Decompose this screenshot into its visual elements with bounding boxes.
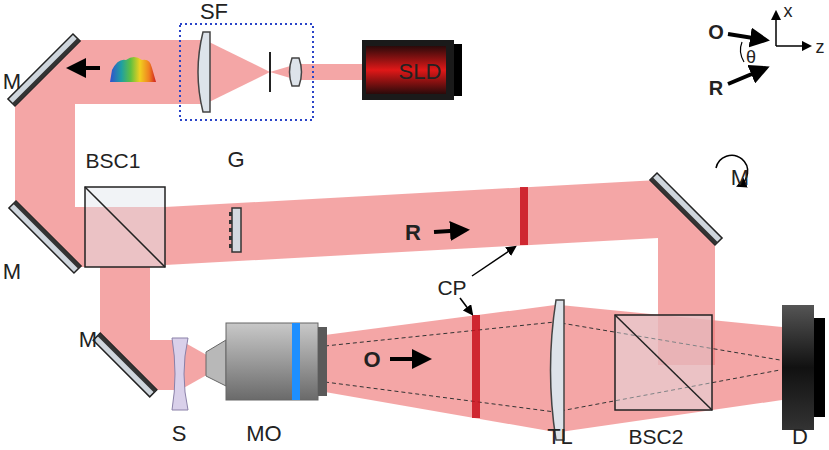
object-beam <box>325 305 555 432</box>
mirror <box>8 34 80 106</box>
part-label: M <box>79 329 97 351</box>
part-label: D <box>792 426 808 448</box>
direction-arrow <box>728 34 766 40</box>
axis-label: x <box>784 2 793 20</box>
part-label: BSC1 <box>86 150 141 171</box>
sld-source <box>362 40 462 100</box>
sld-beam <box>297 64 362 80</box>
mirror <box>650 173 722 245</box>
part-label: S <box>172 423 187 445</box>
sld-emitter <box>366 46 446 94</box>
sld-housing <box>362 40 454 100</box>
beam-splitter-cube <box>85 187 165 267</box>
grating <box>229 208 241 252</box>
collimating-lens <box>198 32 210 112</box>
part-label: MO <box>246 423 281 445</box>
sld-back <box>454 44 462 96</box>
beam-label: O <box>363 349 380 371</box>
part-label: M <box>3 71 21 93</box>
beam-label: O <box>708 22 724 42</box>
focusing-lens <box>290 58 302 86</box>
part-label: SF <box>200 1 228 23</box>
axis-arrow <box>776 45 810 47</box>
direction-arrow <box>728 68 766 84</box>
detector <box>782 305 825 430</box>
direction-arrow <box>434 230 466 232</box>
axis-label: z <box>816 38 825 56</box>
part-label: TL <box>547 426 573 448</box>
tube-lens <box>551 300 565 440</box>
part-label: M <box>731 167 749 189</box>
coherence-plane <box>520 187 528 245</box>
part-label: BSC2 <box>629 426 684 447</box>
diverging-beam <box>205 40 270 104</box>
sample <box>172 338 188 410</box>
angle-arc <box>740 42 744 62</box>
part-label: CP <box>437 277 466 298</box>
light-beams <box>15 40 782 432</box>
spectrum-icon <box>110 57 156 82</box>
axis-arrow <box>775 12 777 46</box>
part-label: M <box>3 261 21 283</box>
beam-splitter-cube <box>615 315 712 410</box>
imaging-beam <box>560 305 782 432</box>
part-label: SLD <box>399 61 442 83</box>
angle-label: θ <box>746 48 756 66</box>
spatial-filter-box <box>180 24 313 120</box>
part-label: G <box>227 149 244 171</box>
object-illumination-beam <box>100 267 180 390</box>
leader-line <box>472 247 515 276</box>
coherence-plane <box>472 315 480 418</box>
mirror <box>93 333 157 397</box>
beam-label: R <box>405 222 421 244</box>
direction-arrow <box>390 357 428 361</box>
microscope-objective <box>206 323 327 400</box>
pinhole <box>269 52 271 92</box>
direction-arrow <box>70 66 100 70</box>
leader-line <box>460 298 472 314</box>
beam-label: R <box>709 78 723 98</box>
